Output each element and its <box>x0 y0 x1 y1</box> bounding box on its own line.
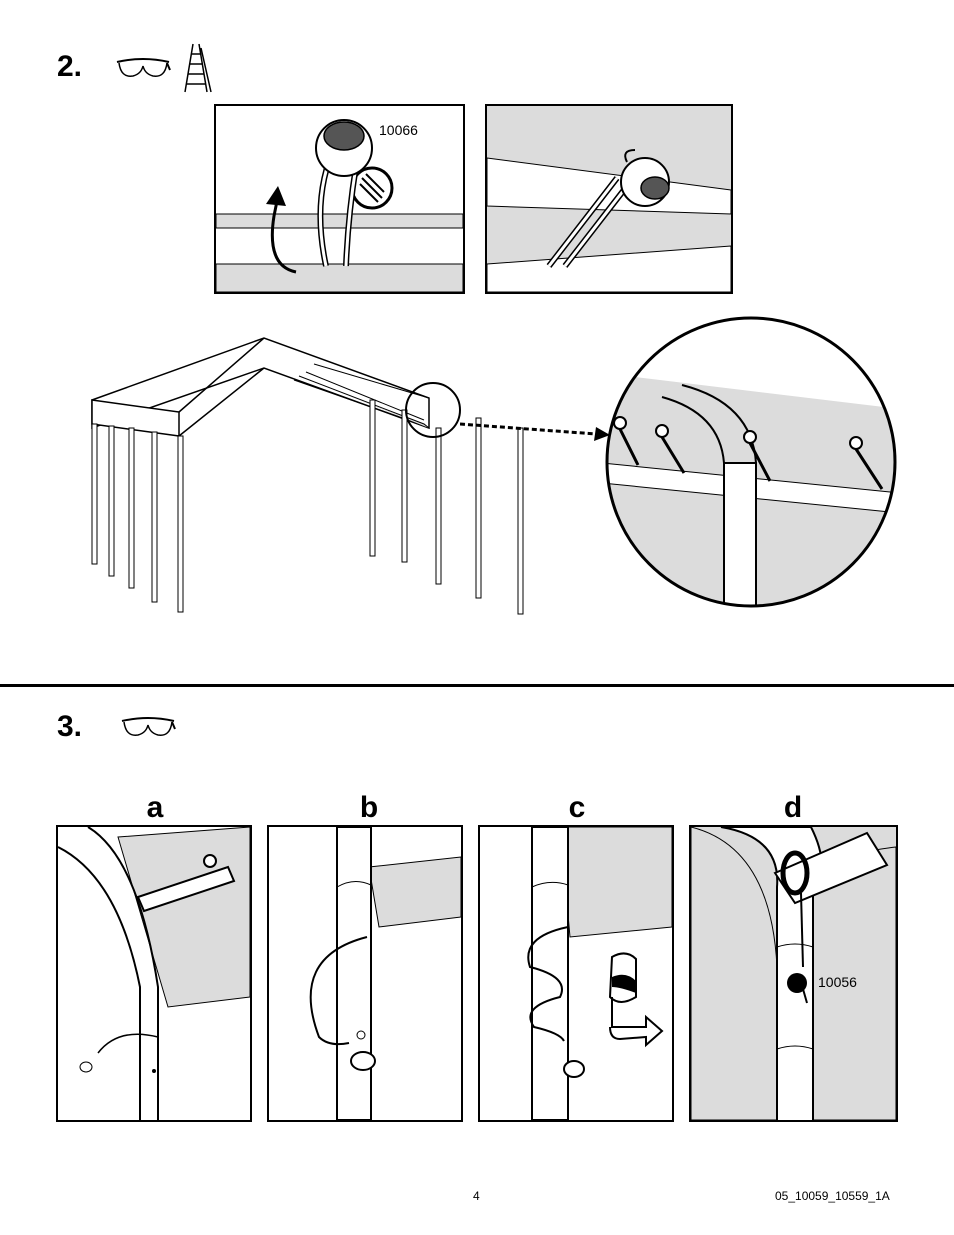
document-code: 05_10059_10559_1A <box>775 1190 890 1202</box>
part-number-label: 10056 <box>818 975 857 989</box>
step3-panel-a <box>56 825 252 1122</box>
dotted-arrow <box>460 420 610 444</box>
canopy-overview-drawing <box>84 324 534 624</box>
panel-label-b: b <box>349 793 389 823</box>
part-number-label: 10066 <box>379 123 418 137</box>
step3-panel-b <box>267 825 463 1122</box>
detail-bungee-ball <box>485 104 733 294</box>
zoom-detail-circle <box>602 313 900 611</box>
panel-label-a: a <box>135 793 175 823</box>
safety-glasses-icon <box>120 715 176 741</box>
page-number: 4 <box>473 1190 480 1202</box>
detail-bungee-loop <box>214 104 465 294</box>
step-3-number: 3. <box>57 712 82 742</box>
twist-arrow-icon <box>610 953 662 1045</box>
safety-glasses-icon <box>115 56 171 82</box>
panel-label-c: c <box>557 793 597 823</box>
ladder-icon <box>183 42 213 94</box>
step-2-number: 2. <box>57 52 82 82</box>
step3-panel-d <box>689 825 898 1122</box>
section-divider <box>0 684 954 687</box>
panel-label-d: d <box>773 793 813 823</box>
step3-panel-c <box>478 825 674 1122</box>
